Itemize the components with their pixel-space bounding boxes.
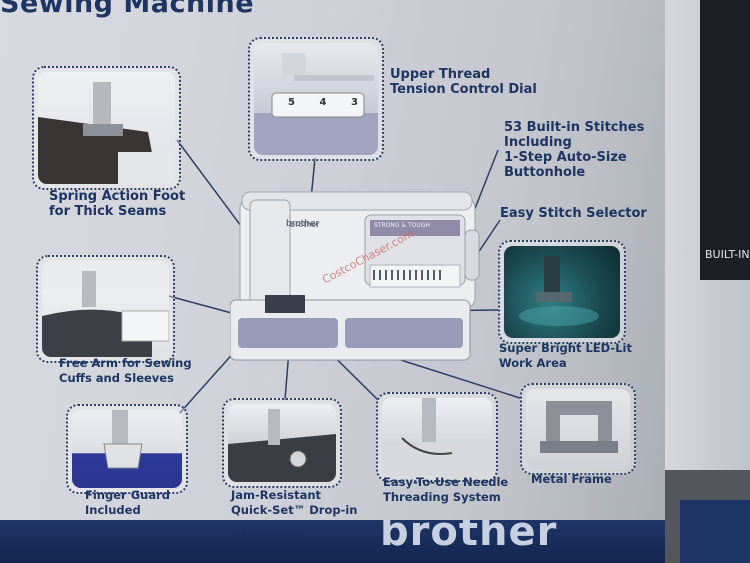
adjacent-box-label: BUILT-IN — [705, 248, 750, 261]
sewing-machine-image: brother — [230, 191, 480, 361]
photo-metal-frame — [520, 383, 636, 475]
box-bottom-band — [0, 520, 665, 563]
photo-led-work-area — [498, 240, 626, 344]
photo-bobbin — [222, 398, 342, 488]
tension-dial-icon — [254, 53, 378, 155]
bobbin-icon — [228, 409, 336, 482]
finger-guard-icon — [103, 410, 143, 469]
machine-brand: brother — [286, 219, 320, 229]
label-finger-guard: Finger Guard Included — [85, 488, 170, 517]
label-spring-foot: Spring Action Foot for Thick Seams — [49, 189, 186, 219]
machine-model: STRONG & TOUGH — [374, 222, 430, 229]
needle-threader-icon — [382, 398, 492, 476]
led-light-icon — [519, 256, 599, 326]
photo-finger-guard — [66, 404, 188, 494]
label-free-arm: Free Arm for Sewing Cuffs and Sleeves — [59, 356, 192, 385]
svg-text:brother: brother — [290, 220, 320, 229]
dial-number-4: 4 — [319, 97, 327, 108]
label-metal-frame: Metal Frame — [531, 472, 612, 486]
label-led: Super Bright LED-Lit Work Area — [499, 341, 632, 370]
adjacent-box-dark-panel — [700, 0, 750, 280]
label-stitch-selector: Easy Stitch Selector — [500, 206, 647, 221]
label-upper-thread: Upper Thread Tension Control Dial — [390, 67, 537, 97]
label-stitches: 53 Built-in Stitches Including 1-Step Au… — [504, 120, 645, 180]
photo-tension-dial: 5 4 3 — [248, 37, 384, 161]
label-needle-threader: Easy-To-Use Needle Threading System — [383, 475, 509, 504]
brand-logo-bottom: brother — [380, 520, 558, 550]
metal-frame-icon — [540, 401, 618, 453]
presser-foot-icon — [38, 82, 175, 184]
photo-free-arm — [36, 255, 175, 363]
adjacent-box-stripe — [680, 500, 750, 563]
photo-needle-threader — [376, 392, 498, 482]
dial-number-5: 5 — [288, 97, 295, 108]
photo-spring-foot — [32, 66, 181, 190]
label-bobbin: Jam-Resistant Quick-Set™ Drop-in Top Bob… — [231, 488, 358, 532]
free-arm-icon — [42, 261, 169, 357]
dial-number-3: 3 — [351, 97, 358, 108]
box-title: Sewing Machine — [0, 0, 255, 19]
